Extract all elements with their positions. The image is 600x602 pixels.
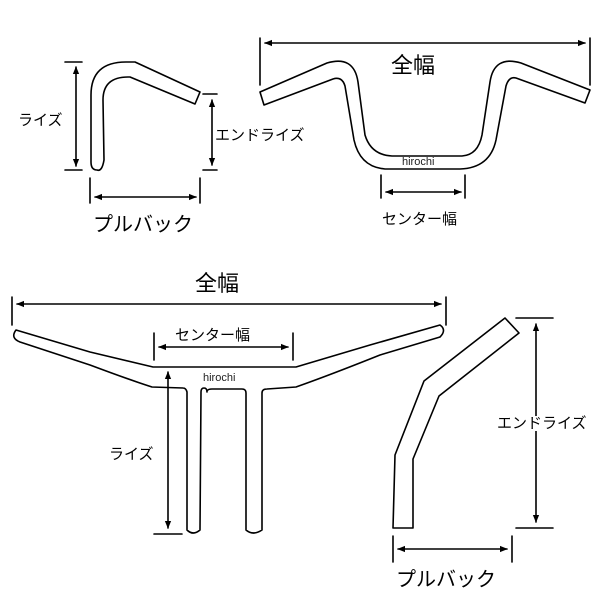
handlebar-front-profile	[259, 60, 591, 170]
rise-label: ライズ	[18, 111, 63, 129]
top-right-front-view	[259, 37, 591, 199]
watermark: hirochi	[203, 372, 236, 384]
end-rise-label: エンドライズ	[215, 126, 305, 144]
overall-width-label: 全幅	[391, 54, 436, 79]
center-width-label: センター幅	[382, 210, 458, 228]
handlebar-side-profile	[90, 61, 201, 172]
center-width-label: センター幅	[175, 326, 251, 344]
bottom-right-side-view	[392, 317, 554, 563]
watermark: hirochi	[402, 156, 435, 168]
pullback-label: プルバック	[396, 567, 496, 591]
rise-label: ライズ	[109, 445, 154, 463]
t-bar-profile	[12, 324, 445, 534]
top-left-side-view	[64, 61, 218, 204]
pullback-label: プルバック	[93, 212, 193, 236]
bottom-left-front-view	[11, 296, 447, 535]
overall-width-label: 全幅	[195, 272, 240, 297]
end-rise-label: エンドライズ	[497, 414, 587, 432]
handlebar-side-profile-2	[392, 317, 520, 529]
